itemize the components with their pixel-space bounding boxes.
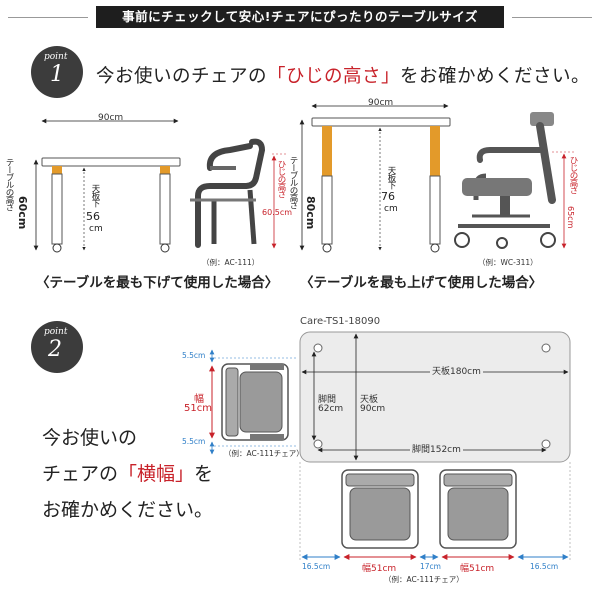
point2-badge-number: 2 (48, 337, 62, 362)
point2-heading-line2: チェアの「横幅」を (42, 463, 214, 485)
side-gap-bottom: 5.5cm (182, 437, 206, 446)
low-under-unit: cm (89, 224, 103, 234)
edge-left-label: 16.5cm (302, 562, 331, 571)
wheelchair-wc311 (454, 112, 576, 249)
point2-heading-line3: お確かめください。 (42, 499, 214, 521)
chair-gap-label: 17cm (420, 562, 441, 571)
high-model: （例：WC-311） (478, 258, 538, 267)
high-height-caption: テーブルの高さ (288, 156, 298, 209)
point1-heading: 今お使いのチェアの「ひじの高さ」をお確かめください。 (96, 66, 591, 87)
high-under-unit: cm (384, 204, 398, 214)
leg-span-label: 脚間152cm (410, 442, 463, 455)
high-width-label: 90cm (368, 98, 394, 108)
point1-badge (31, 46, 83, 98)
low-table-illustration (33, 118, 181, 253)
product-code: Care-TS1-18090 (300, 316, 381, 327)
bottom-chairs-model: （例：AC-111チェア） (384, 575, 464, 584)
point2-heading-line1: 今お使いの (42, 427, 138, 449)
top-depth-caption: 天板 (360, 395, 379, 405)
point2-badge (31, 321, 83, 373)
armchair-ac111 (190, 138, 288, 249)
point1-badge-number: 1 (50, 62, 64, 87)
top-depth-value: 90cm (360, 404, 386, 414)
top-width-label: 天板180cm (430, 364, 483, 377)
high-caption: 〈テーブルを最も上げて使用した場合〉 (300, 275, 543, 291)
side-chair-model: （例：AC-111チェア） (224, 449, 304, 458)
high-arm-caption: ひじの高さ (568, 156, 578, 194)
bottom-chairs-top-view (299, 462, 571, 560)
low-width-label: 90cm (98, 113, 124, 123)
low-arm-value: 60.5cm (262, 208, 293, 217)
low-under-value: 56 (86, 210, 100, 223)
chair2-width-label: 幅51cm (460, 564, 495, 574)
low-under-caption: 天板下 (90, 184, 100, 207)
side-width-caption: 幅 (194, 394, 204, 405)
low-arm-caption: ひじの高さ (276, 160, 286, 198)
high-table-illustration (299, 103, 451, 253)
point2-badge-word: point (44, 327, 68, 337)
side-chair-top-view (209, 349, 296, 455)
side-gap-top: 5.5cm (182, 351, 206, 360)
low-height-value: 60cm (16, 196, 29, 230)
high-arm-value: 65cm (566, 206, 575, 229)
high-under-value: 76 (381, 190, 395, 203)
high-height-value: 80cm (304, 196, 317, 230)
low-caption: 〈テーブルを最も下げて使用した場合〉 (36, 275, 279, 291)
side-width-value: 51cm (184, 403, 212, 414)
low-height-caption: テーブルの高さ (4, 158, 14, 211)
leg-depth-caption: 脚間 (318, 395, 337, 405)
header-banner: 事前にチェックして安心!チェアにぴったりのテーブルサイズ (8, 6, 592, 28)
leg-depth-value: 62cm (318, 404, 344, 414)
low-model: （例：AC-111） (202, 258, 260, 267)
edge-right-label: 16.5cm (530, 562, 559, 571)
point1-badge-word: point (44, 52, 68, 62)
high-under-caption: 天板下 (386, 166, 396, 189)
chair1-width-label: 幅51cm (362, 564, 397, 574)
